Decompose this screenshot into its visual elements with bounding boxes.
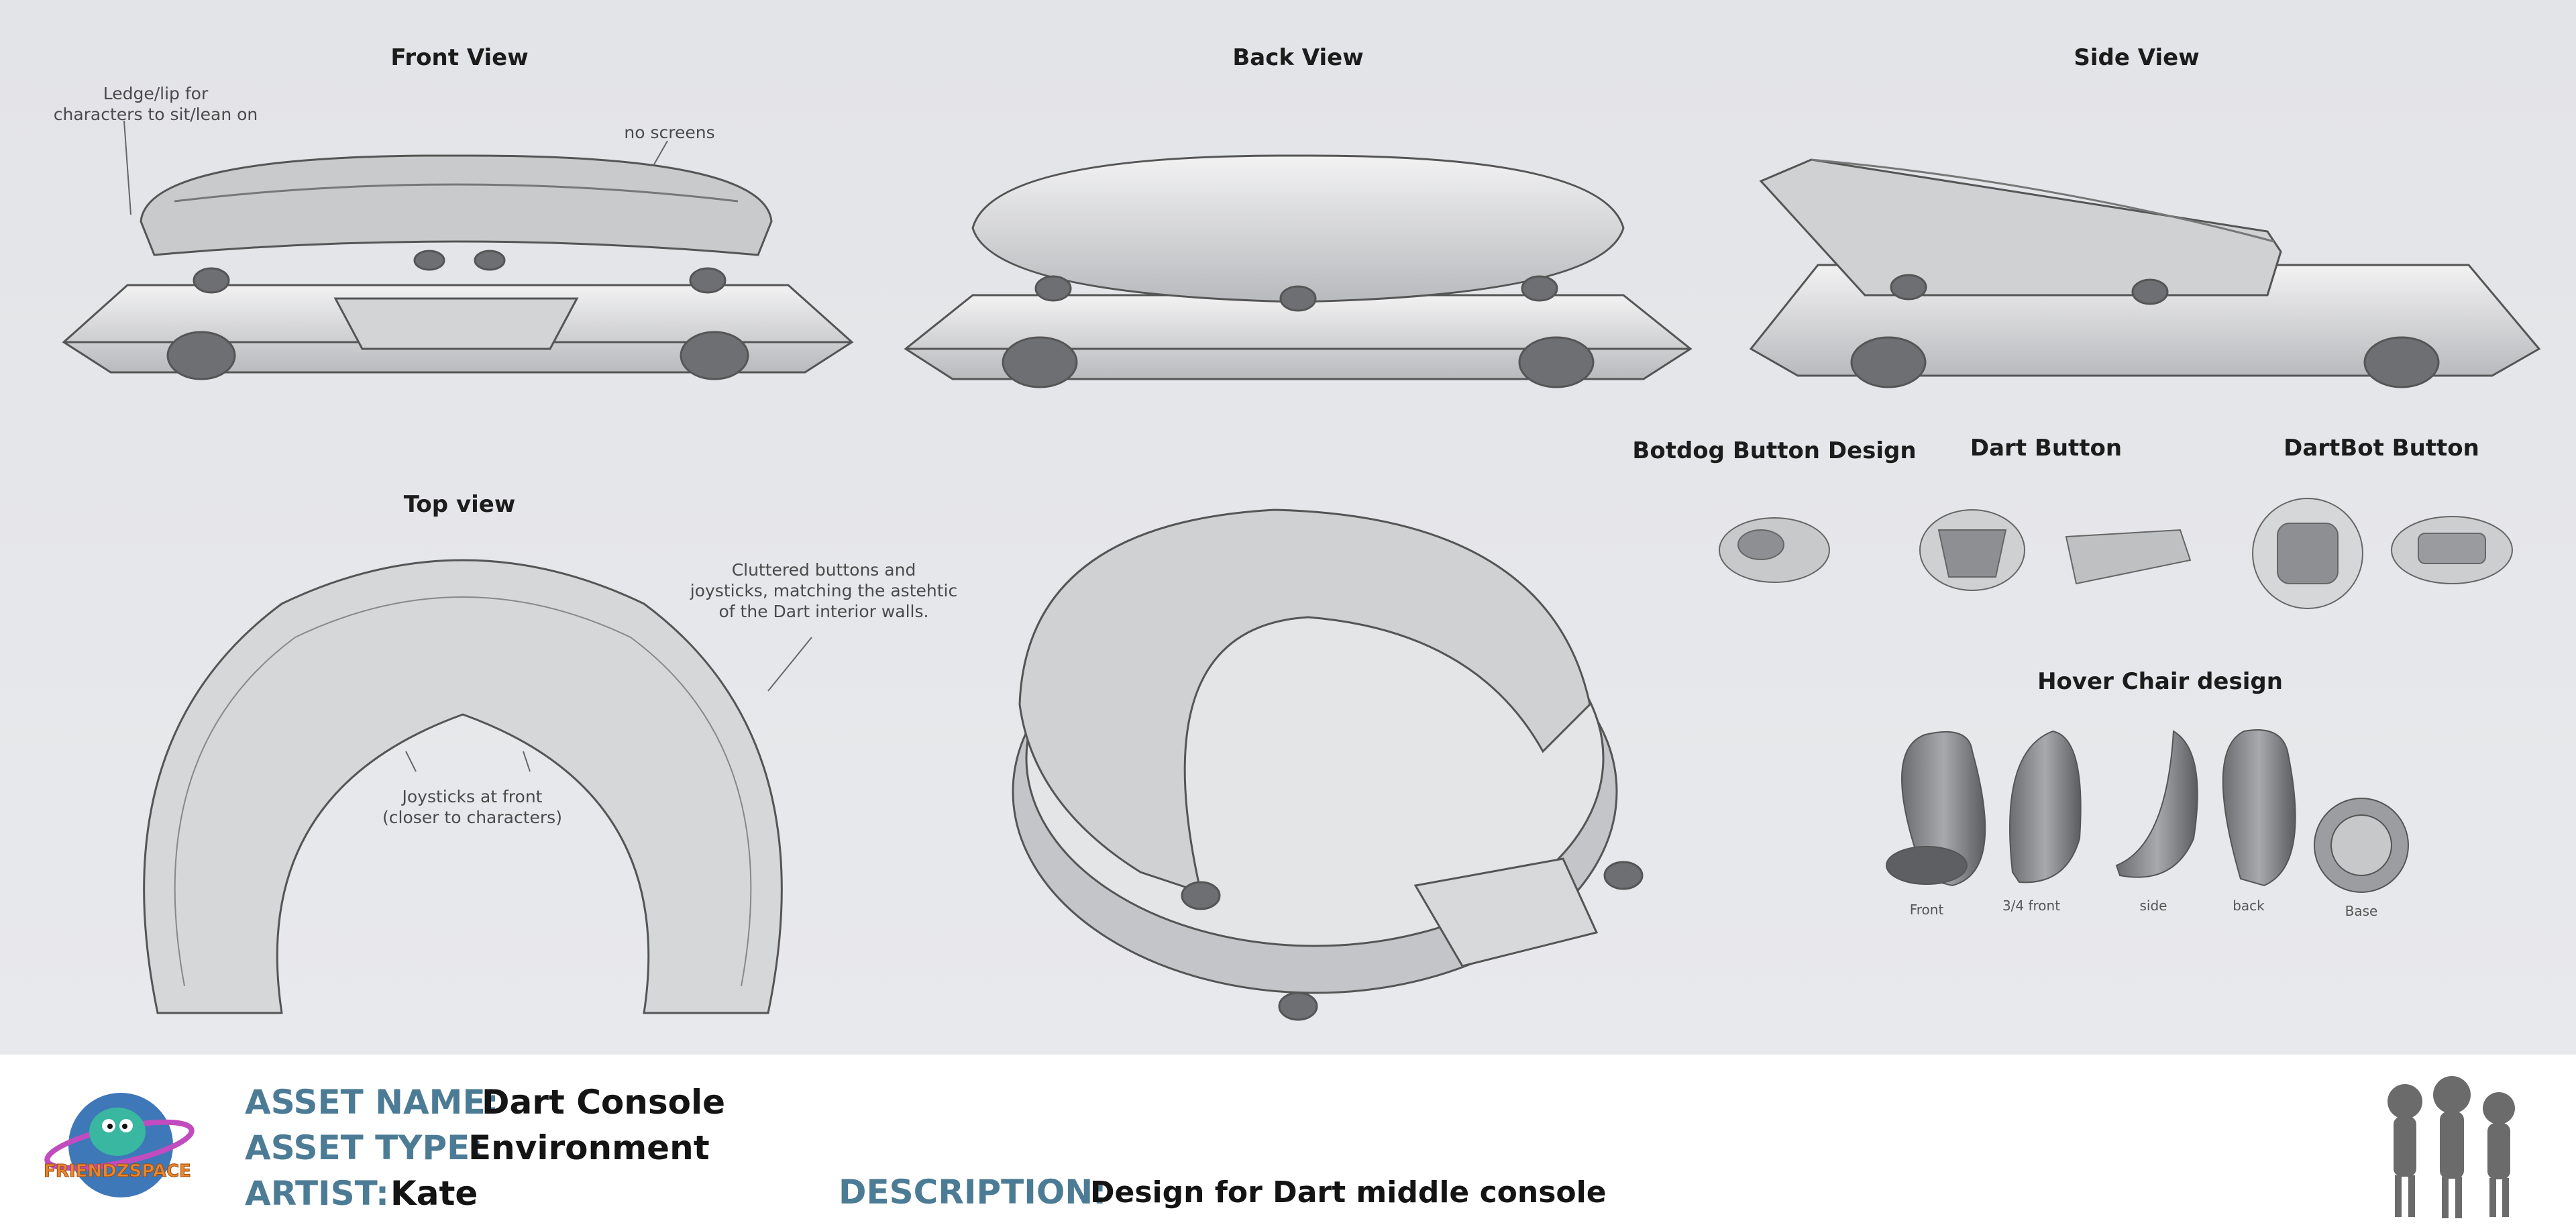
sketch-artwork (62, 120, 2541, 1021)
asset-name-value: Dart Console (482, 1083, 726, 1122)
asset-footer: FRIENDZSPACE ASSET NAME: Dart Console AS… (0, 1055, 2576, 1229)
characters-silhouette-icon (2387, 1076, 2515, 1218)
cluttered-note: Cluttered buttons and joysticks, matchin… (690, 560, 958, 621)
chair-caption-back: back (2233, 898, 2265, 914)
side-view-drawing (1749, 158, 2541, 388)
hover-chairs-drawing (1886, 729, 2409, 893)
top-view-title: Top view (403, 491, 516, 518)
back-view-title: Back View (1232, 44, 1364, 71)
asset-type-value: Environment (468, 1128, 710, 1167)
top-view-drawing (143, 559, 812, 1014)
botdog-button-title: Botdog Button Design (1632, 437, 1917, 464)
no-screens-note: no screens (624, 123, 715, 142)
button-designs-drawing (1719, 498, 2513, 609)
friendzspace-logo: FRIENDZSPACE (44, 1093, 195, 1197)
ledge-note: Ledge/lip for characters to sit/lean on (53, 84, 258, 124)
description-value: Design for Dart middle console (1090, 1175, 1607, 1210)
hover-chair-title: Hover Chair design (2037, 668, 2283, 695)
asset-type-label: ASSET TYPE: (245, 1128, 484, 1167)
front-view-drawing (62, 120, 854, 380)
concept-sheet: Front View Back View Side View Top view … (0, 0, 2576, 1055)
artist-value: Kate (390, 1174, 478, 1213)
dart-button-title: Dart Button (1970, 435, 2123, 462)
artist-label: ARTIST: (245, 1174, 390, 1213)
perspective-view-drawing (1012, 509, 1644, 1021)
joysticks-note: Joysticks at front (closer to characters… (382, 787, 562, 827)
chair-caption-side: side (2139, 898, 2167, 914)
back-view-drawing (904, 154, 1693, 388)
chair-caption-three-quarter: 3/4 front (2002, 898, 2061, 914)
side-view-title: Side View (2074, 44, 2200, 71)
dartbot-button-title: DartBot Button (2284, 435, 2479, 462)
asset-name-label: ASSET NAME: (245, 1083, 499, 1122)
description-label: DESCRIPTION: (839, 1173, 1107, 1212)
front-view-title: Front View (390, 44, 529, 71)
logo-text: FRIENDZSPACE (44, 1161, 191, 1181)
chair-caption-base: Base (2345, 903, 2378, 919)
chair-caption-front: Front (1909, 902, 1944, 918)
